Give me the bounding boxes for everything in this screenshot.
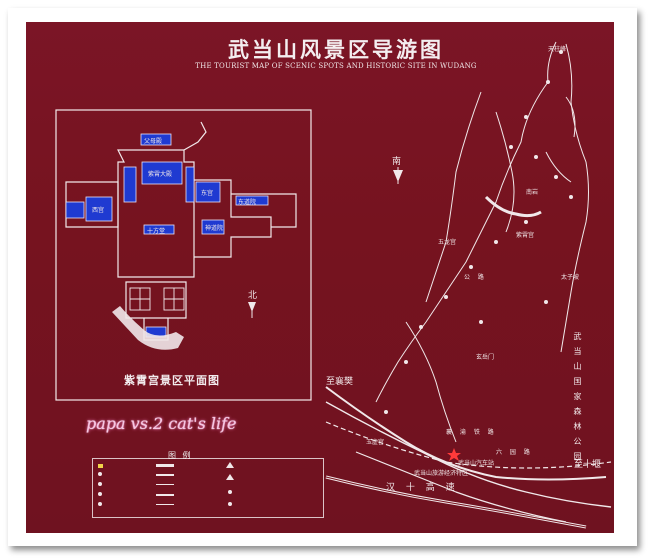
watermark: papa vs.2 cat's life — [86, 414, 237, 433]
building-west-side — [123, 166, 137, 203]
inset-border — [55, 109, 312, 401]
place-taizi: 太子坡 — [561, 274, 580, 281]
building-east-palace — [195, 181, 221, 203]
place-forest-park: 武当山国家森林公园 — [573, 332, 582, 467]
building-west-annex — [65, 201, 85, 219]
inset-label-east: 东宫 — [201, 190, 214, 197]
north-label: 北 — [248, 291, 258, 301]
inset-label-zixiao: 紫霄大殿 — [148, 171, 173, 178]
inset-label-shifang: 十方堂 — [147, 228, 166, 235]
inset-label-fumu: 父母殿 — [144, 138, 163, 145]
map-subtitle: THE TOURIST MAP OF SCENIC SPOTS AND HIST… — [195, 62, 477, 70]
inset-pavilions — [129, 287, 185, 311]
map-graphics — [55, 41, 612, 529]
building-dongdao — [235, 195, 269, 206]
building-zixiao — [141, 161, 183, 185]
place-tianzhu: 天柱峰 — [548, 46, 567, 53]
place-yuxu: 玉虚宫 — [366, 439, 385, 446]
inset-label-west: 西宫 — [92, 207, 105, 214]
legend-box — [92, 458, 324, 518]
place-nanyan: 南岩 — [526, 189, 539, 196]
railway — [325, 421, 612, 469]
place-town: 武当山旅游经济特区 — [414, 470, 469, 477]
inset-label-shenhe: 神道院 — [205, 225, 224, 232]
map-board: 武当山风景区导游图 THE TOURIST MAP OF SCENIC SPOT… — [26, 22, 614, 533]
place-xuanyue: 玄岳门 — [476, 354, 495, 361]
place-zixiao: 紫霄宫 — [516, 232, 535, 239]
main-river — [484, 195, 542, 218]
inset-river — [112, 306, 184, 350]
site-markers — [384, 50, 573, 414]
inset-buildings — [65, 133, 269, 338]
road-railway: 襄 渝 铁 路 — [446, 429, 497, 436]
inset-caption: 紫霄宫景区平面图 — [124, 374, 220, 387]
legend-symbols — [98, 462, 234, 506]
road-gonglu: 公 路 — [464, 274, 487, 281]
legend-title: 图 例 — [168, 451, 193, 460]
road-xiangfan: 至襄樊 — [326, 377, 354, 387]
inset-label-dongdao: 东道院 — [238, 199, 257, 206]
road-shiyan: 至十堰 — [574, 460, 602, 470]
main-map-paths — [325, 41, 612, 523]
road-fanglu: 六 园 路 — [496, 449, 533, 456]
south-label: 南 — [392, 157, 402, 167]
inset-walls — [65, 121, 297, 341]
building-fumu — [140, 133, 172, 146]
road-highway: 汉 十 高 速 — [386, 483, 459, 493]
place-wulong: 五龙宫 — [438, 239, 457, 246]
place-station: 武当山汽车站 — [458, 460, 495, 467]
building-shenhe — [201, 219, 225, 235]
building-shifang — [143, 224, 175, 235]
building-east-side — [185, 166, 195, 203]
station-star — [447, 448, 461, 461]
map-title: 武当山风景区导游图 — [228, 37, 444, 62]
building-west-palace — [85, 196, 113, 222]
